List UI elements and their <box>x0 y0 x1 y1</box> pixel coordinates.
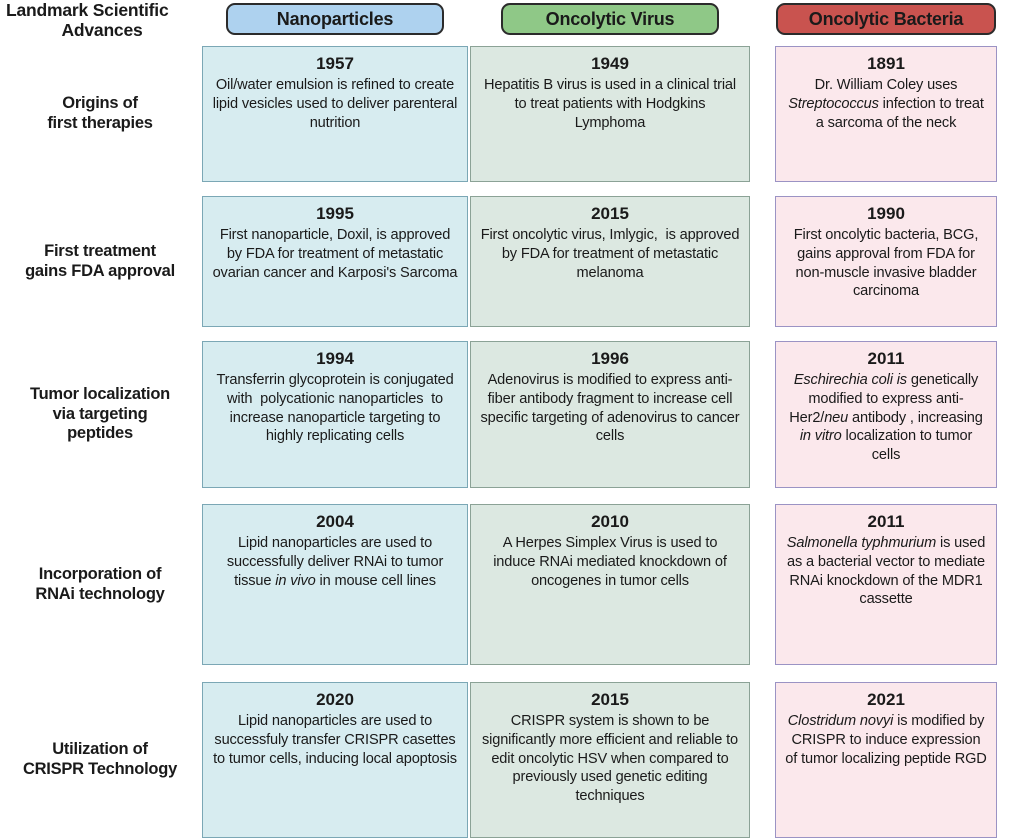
row-label-crispr-technology: Utilization of CRISPR Technology <box>0 682 200 838</box>
cell-year: 1995 <box>316 204 354 223</box>
row-label-line: CRISPR Technology <box>22 760 178 778</box>
table-cell: 2011 Salmonella typhmurium is used as a … <box>775 504 997 665</box>
cell-year: 2010 <box>591 512 629 531</box>
table-cell: 1949 Hepatitis B virus is used in a clin… <box>470 46 750 182</box>
table-cell: 2021 Clostridum novyi is modified by CRI… <box>775 682 997 838</box>
row-label-line: first therapies <box>47 114 153 132</box>
table-header-row: Landmark Scientific Advances Nanoparticl… <box>0 0 1024 44</box>
table-cell: 2015 First oncolytic virus, Imlygic, is … <box>470 196 750 327</box>
row-label-line: Origins of <box>62 94 138 113</box>
table-cell: 1994 Transferrin glycoprotein is conjuga… <box>202 341 468 488</box>
table-cell: 2020 Lipid nanoparticles are used to suc… <box>202 682 468 838</box>
cell-text: Dr. William Coley uses Streptococcus inf… <box>788 77 984 131</box>
cell-text: Lipid nanoparticles are used to successf… <box>226 535 444 589</box>
cell-year: 2011 <box>867 349 905 368</box>
row-label-line: via targeting <box>52 404 148 423</box>
table-cell: 2004 Lipid nanoparticles are used to suc… <box>202 504 468 665</box>
page-title-line1: Landmark Scientific <box>6 0 169 20</box>
cell-year: 1957 <box>316 54 354 73</box>
row-label-tumor-localization: Tumor localization via targeting peptide… <box>0 341 200 488</box>
cell-text: First nanoparticle, Doxil, is approved b… <box>212 227 458 281</box>
cell-text: Eschirechia coli is genetically modified… <box>789 372 983 463</box>
cell-year: 2015 <box>591 690 629 709</box>
row-label-line: RNAi technology <box>35 584 165 603</box>
page-title: Landmark Scientific Advances <box>4 0 200 40</box>
column-header-oncolytic-virus-label: Oncolytic Virus <box>545 8 675 29</box>
cell-year: 2021 <box>867 690 905 709</box>
table-cell: 1995 First nanoparticle, Doxil, is appro… <box>202 196 468 327</box>
cell-year: 2011 <box>867 512 905 531</box>
row-label-line: First treatment <box>44 241 156 260</box>
table-cell: 2011 Eschirechia coli is genetically mod… <box>775 341 997 488</box>
table-cell: 2015 CRISPR system is shown to be signif… <box>470 682 750 838</box>
table-cell: 1891 Dr. William Coley uses Streptococcu… <box>775 46 997 182</box>
table-cell: 1957 Oil/water emulsion is refined to cr… <box>202 46 468 182</box>
table-cell: 2010 A Herpes Simplex Virus is used to i… <box>470 504 750 665</box>
cell-year: 1949 <box>591 54 629 73</box>
cell-year: 1996 <box>591 349 629 368</box>
column-header-oncolytic-bacteria-label: Oncolytic Bacteria <box>808 8 964 29</box>
cell-text: Oil/water emulsion is refined to create … <box>212 77 458 131</box>
row-label-line: gains FDA approval <box>25 261 175 280</box>
table-cell: 1996 Adenovirus is modified to express a… <box>470 341 750 488</box>
cell-text: First oncolytic bacteria, BCG, gains app… <box>793 227 979 300</box>
table-cell: 1990 First oncolytic bacteria, BCG, gain… <box>775 196 997 327</box>
cell-text: CRISPR system is shown to be significant… <box>482 713 738 804</box>
row-label-line: Incorporation of <box>38 564 162 583</box>
cell-text: Salmonella typhmurium is used as a bacte… <box>786 535 986 608</box>
cell-text: Transferrin glycoprotein is conjugated w… <box>216 372 454 445</box>
row-label-origins: Origins of first therapies <box>0 46 200 182</box>
cell-year: 1891 <box>867 54 905 73</box>
cell-year: 2004 <box>316 512 354 531</box>
column-header-oncolytic-virus[interactable]: Oncolytic Virus <box>501 3 719 35</box>
page-title-line2: Advances <box>61 19 143 40</box>
cell-year: 2020 <box>316 690 354 709</box>
column-header-oncolytic-bacteria[interactable]: Oncolytic Bacteria <box>776 3 996 35</box>
cell-text: Clostridum novyi is modified by CRISPR t… <box>785 713 987 767</box>
row-label-rnai-technology: Incorporation of RNAi technology <box>0 504 200 665</box>
cell-text: First oncolytic virus, Imlygic, is appro… <box>480 227 740 281</box>
row-label-first-fda-approval: First treatment gains FDA approval <box>0 196 200 327</box>
cell-year: 1994 <box>316 349 354 368</box>
cell-text: A Herpes Simplex Virus is used to induce… <box>493 535 727 589</box>
row-label-line: Tumor localization <box>29 384 171 403</box>
column-header-nanoparticles[interactable]: Nanoparticles <box>226 3 444 35</box>
column-header-nanoparticles-label: Nanoparticles <box>276 8 394 29</box>
cell-text: Adenovirus is modified to express anti-f… <box>480 372 740 445</box>
row-label-line: Utilization of <box>52 740 148 759</box>
cell-text: Lipid nanoparticles are used to successf… <box>213 713 457 767</box>
row-label-line: peptides <box>67 424 133 443</box>
cell-year: 1990 <box>867 204 905 223</box>
cell-text: Hepatitis B virus is used in a clinical … <box>484 77 736 131</box>
cell-year: 2015 <box>591 204 629 223</box>
